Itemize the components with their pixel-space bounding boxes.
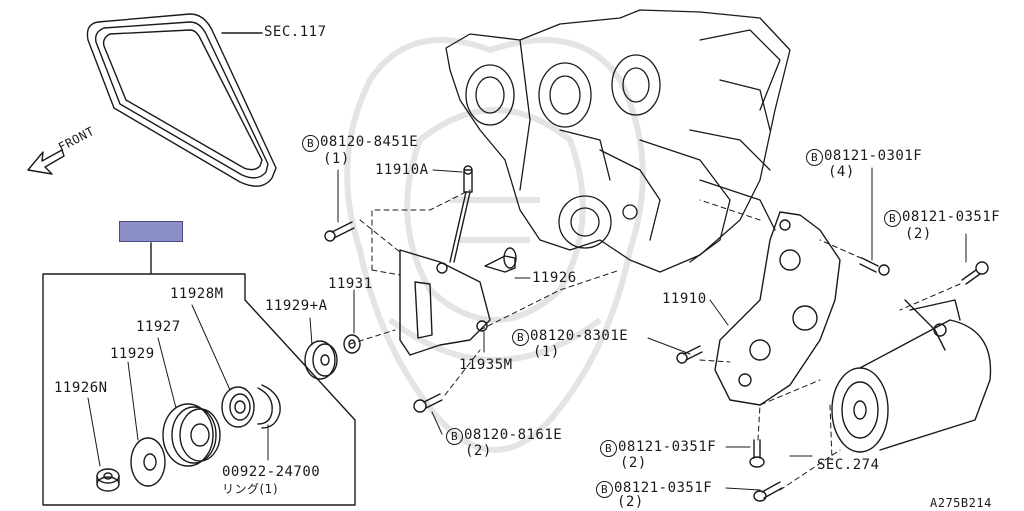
qty-0351F-bot: (2): [617, 494, 644, 510]
part-number: 08120-8451E: [320, 134, 419, 150]
qty-0351F-top: (2): [905, 226, 932, 242]
qty-0301F: (4): [828, 164, 855, 180]
snap-ring: [257, 384, 281, 429]
bolt-0301F: [859, 257, 890, 276]
part-number: 08121-0351F: [902, 209, 1001, 225]
label-sec117[interactable]: SEC.117: [264, 24, 327, 40]
compressor-bracket-11910: [714, 211, 841, 406]
part-number: 08121-0351F: [618, 439, 717, 455]
bolt-0351F-mid: [749, 439, 765, 468]
label-11926N[interactable]: 11926N: [54, 380, 108, 396]
highlight-swatch: [119, 221, 183, 242]
washer-11929: [130, 437, 166, 487]
label-ring-name: リング(1): [222, 482, 278, 496]
adjust-bolt-11910A: [449, 165, 473, 263]
pulley-11927: [162, 403, 221, 467]
bolt-8301E: [676, 345, 703, 364]
bracket-11935M: [399, 249, 491, 356]
compressor-sec274: [831, 299, 992, 453]
bolt-b-icon: B: [446, 428, 463, 445]
label-11931[interactable]: 11931: [328, 276, 373, 292]
label-11929[interactable]: 11929: [110, 346, 155, 362]
engine-block: [445, 9, 791, 273]
bolt-b-icon: B: [806, 149, 823, 166]
spacer-11931: [343, 334, 361, 354]
part-number: 08120-8161E: [464, 427, 563, 443]
qty-8301E: (1): [533, 344, 560, 360]
bolt-b-icon: B: [596, 481, 613, 498]
bolt-b-icon: B: [512, 329, 529, 346]
bolt-0351F-top: [961, 261, 989, 285]
qty-0351F-mid: (2): [620, 455, 647, 471]
nut-11926N: [96, 468, 120, 492]
label-sec274[interactable]: SEC.274: [817, 457, 880, 473]
bolt-0351F-bot: [753, 481, 783, 502]
diagram-id: A275B214: [930, 496, 992, 510]
drive-belt: [86, 13, 277, 187]
label-11927[interactable]: 11927: [136, 319, 181, 335]
part-number: 08120-8301E: [530, 328, 629, 344]
bolt-b-icon: B: [600, 440, 617, 457]
label-11926[interactable]: 11926: [532, 270, 577, 286]
pulley-11929A: [304, 340, 338, 380]
bolt-11926: [484, 247, 517, 273]
bolt-8451E: [324, 221, 355, 242]
qty-8451E: (1): [323, 151, 350, 167]
bolt-b-icon: B: [884, 210, 901, 227]
qty-8161E: (2): [465, 443, 492, 459]
label-11929A[interactable]: 11929+A: [265, 298, 328, 314]
part-number: 08121-0351F: [614, 480, 713, 496]
label-ring-number[interactable]: 00922-24700: [222, 464, 321, 480]
label-11928M[interactable]: 11928M: [170, 286, 224, 302]
label-11910A[interactable]: 11910A: [375, 162, 429, 178]
bearing-11928M: [221, 386, 255, 428]
pulley-assembly-box: [42, 242, 356, 506]
front-arrow-icon: [27, 149, 65, 175]
label-11935M[interactable]: 11935M: [459, 357, 513, 373]
watermark-logo: [344, 37, 646, 453]
label-11910[interactable]: 11910: [662, 291, 707, 307]
bolt-8161E: [413, 393, 443, 413]
bolt-b-icon: B: [302, 135, 319, 152]
part-number: 08121-0301F: [824, 148, 923, 164]
